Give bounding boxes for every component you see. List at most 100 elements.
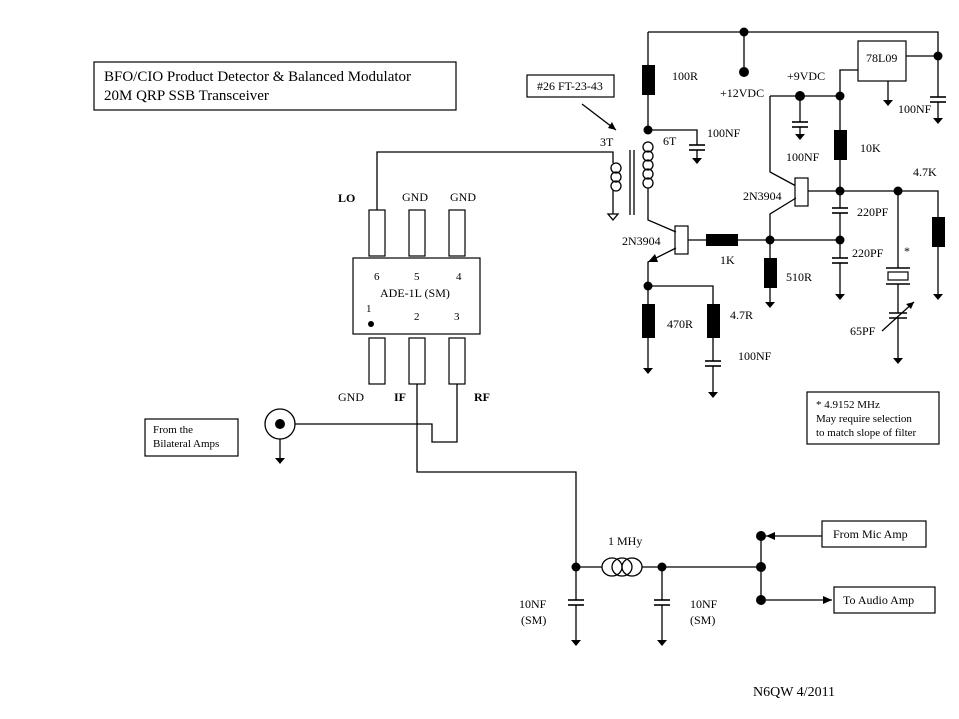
resistor-4r7 — [707, 304, 720, 338]
footer-credit: N6QW 4/2011 — [753, 685, 835, 700]
terminal-audio — [756, 595, 766, 605]
resistor-100r — [642, 65, 655, 95]
wire-xfmr-cap — [648, 129, 698, 145]
crystal-note-box: * 4.9152 MHz May require selection to ma… — [806, 391, 940, 445]
terminal-12v — [739, 67, 749, 77]
terminal-mic — [756, 531, 766, 541]
label-9vdc: +9VDC — [787, 69, 825, 83]
ground-reg — [883, 100, 893, 106]
pin-label-lo: LO — [338, 191, 355, 205]
xfmr-secondary-coil — [642, 141, 654, 189]
resistor-1k — [706, 234, 738, 246]
label-inductor: 1 MHy — [608, 534, 642, 548]
pin-6-lo — [368, 209, 386, 257]
svg-text:May require selection: May require selection — [816, 413, 912, 425]
arrow-mic-in — [766, 532, 775, 540]
resistor-4k7-right — [932, 217, 945, 247]
label-c220-2: 220PF — [852, 246, 884, 260]
mixer-ade1l: 6 5 4 1 2 3 ADE-1L (SM) LO GND GND GND I… — [338, 190, 490, 404]
svg-text:* 4.9152 MHz: * 4.9152 MHz — [816, 399, 880, 411]
label-c-9v: 100NF — [786, 150, 820, 164]
resistor-510r — [764, 258, 777, 288]
ground-reg-cap — [933, 118, 943, 124]
svg-text:to match slope of filter: to match slope of filter — [816, 427, 917, 439]
ground-10nf-left — [571, 640, 581, 646]
wire-reg-out — [839, 69, 858, 96]
svg-text:From Mic Amp: From Mic Amp — [833, 527, 908, 541]
wire-4k7-top — [898, 190, 939, 217]
pin-2-if — [408, 337, 426, 385]
label-4k7-right: 4.7K — [913, 165, 937, 179]
arrow-audio-out — [823, 596, 832, 604]
label-1k: 1K — [720, 253, 735, 267]
label-q-osc: 2N3904 — [743, 189, 782, 203]
label-q-buffer: 2N3904 — [622, 234, 661, 248]
pin-num-3: 3 — [454, 311, 460, 323]
node-audio — [756, 562, 766, 572]
xfmr-primary-coil — [610, 162, 622, 192]
pin-label-rf: RF — [474, 390, 490, 404]
pin-label-gnd-1: GND — [338, 390, 364, 404]
wire-emitter-4r7 — [648, 285, 714, 304]
label-100r: 100R — [672, 69, 698, 83]
pin-label-if: IF — [394, 390, 406, 404]
audio-amp-box: To Audio Amp — [833, 586, 936, 614]
inductor-1mhy — [601, 557, 643, 577]
label-510r: 510R — [786, 270, 812, 284]
label-c10-right: 10NF — [690, 597, 718, 611]
pin-num-5: 5 — [414, 271, 420, 283]
ground-c220-2 — [835, 294, 845, 300]
label-xtal-mark: * — [904, 244, 910, 258]
wire-buffer-emitter — [647, 247, 677, 286]
pin-num-2: 2 — [414, 311, 420, 323]
pin-1-gnd — [368, 337, 386, 385]
label-c-xfmr: 100NF — [707, 126, 741, 140]
svg-text:From the: From the — [153, 424, 193, 436]
pin-4-gnd — [448, 209, 466, 257]
label-c65: 65PF — [850, 324, 876, 338]
trimmer-arrow-head — [906, 302, 914, 309]
ground-primary — [606, 213, 620, 222]
ground-xfmr-cap — [692, 158, 702, 164]
pin-label-gnd-4: GND — [450, 190, 476, 204]
label-10k: 10K — [860, 141, 881, 155]
ground-10nf-right — [657, 640, 667, 646]
title-line-2: 20M QRP SSB Transceiver — [104, 88, 269, 104]
trimmer-arrow — [881, 301, 915, 332]
crystal-4915 — [887, 271, 909, 281]
pin-num-6: 6 — [374, 271, 380, 283]
pin-1-marker — [368, 321, 374, 327]
resistor-10k — [834, 130, 847, 160]
transistor-q-osc — [794, 177, 809, 207]
ground-9v-cap — [795, 134, 805, 140]
regulator-78l09: 78L09 — [857, 40, 907, 82]
label-4r7: 4.7R — [730, 308, 753, 322]
ground-4k7-right — [933, 294, 943, 300]
resistor-470r — [642, 304, 655, 338]
label-6t: 6T — [663, 134, 677, 148]
toroid-label-box: #26 FT-23-43 — [526, 74, 617, 131]
label-c220-1: 220PF — [857, 205, 889, 219]
label-470r: 470R — [667, 317, 693, 331]
svg-text:#26 FT-23-43: #26 FT-23-43 — [537, 79, 603, 93]
ground-coax — [275, 458, 285, 464]
pin-3-rf — [448, 337, 466, 385]
coax-connector — [264, 408, 296, 440]
wire-rf — [295, 384, 458, 443]
ground-trimmer — [893, 358, 903, 364]
label-c10-left-pkg: (SM) — [521, 613, 546, 627]
svg-text:78L09: 78L09 — [866, 51, 897, 65]
bilateral-note-box: From the Bilateral Amps — [144, 418, 239, 457]
pin-num-1: 1 — [366, 303, 372, 315]
label-c-emitter: 100NF — [738, 349, 772, 363]
title-line-1: BFO/CIO Product Detector & Balanced Modu… — [104, 69, 411, 85]
wire-if — [416, 384, 577, 567]
wire-osc-emitter — [769, 197, 797, 240]
svg-text:Bilateral Amps: Bilateral Amps — [153, 438, 219, 450]
label-c10-right-pkg: (SM) — [690, 613, 715, 627]
wire-xfmr-collector — [647, 188, 677, 233]
label-c10-left: 10NF — [519, 597, 547, 611]
wire-9v-q-osc — [769, 96, 797, 187]
label-12vdc: +12VDC — [720, 86, 764, 100]
transistor-q-buffer — [674, 225, 689, 255]
